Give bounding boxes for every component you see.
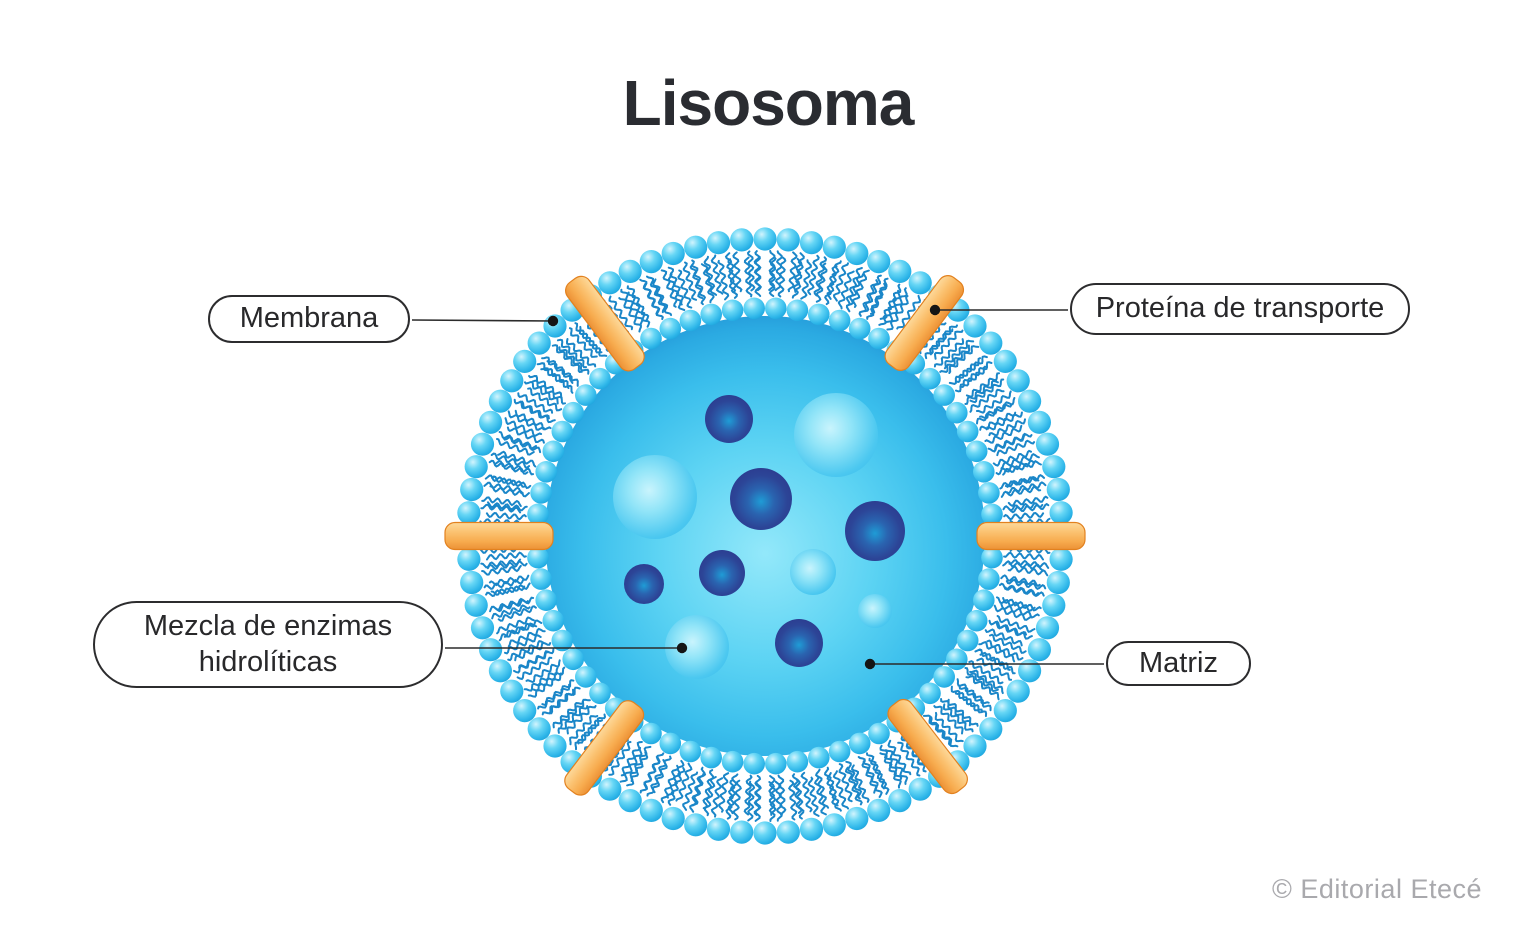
outer-phospholipid-ring	[456, 227, 1074, 845]
figure-title: Lisosoma	[622, 67, 915, 139]
enzyme-granule-dark	[699, 550, 745, 596]
transport-proteins	[444, 275, 1086, 796]
enzyme-granule-light	[665, 615, 729, 679]
enzyme-granule-dark	[705, 395, 753, 443]
label-hydrolytic-enzymes-line1: Mezcla de enzimas	[143, 610, 393, 643]
leader-dot-matriz	[864, 658, 876, 670]
enzyme-granule-light	[858, 594, 892, 628]
enzyme-granule-light	[790, 549, 836, 595]
enzyme-granule-dark	[775, 619, 823, 667]
label-hydrolytic-enzymes-line2: hidrolíticas	[198, 645, 338, 678]
transport-protein	[444, 521, 554, 551]
transport-protein	[976, 521, 1086, 551]
lipid-tails	[479, 250, 1051, 822]
label-transport-protein: Proteína de transporte	[1070, 283, 1410, 335]
label-transport-protein-text: Proteína de transporte	[1095, 292, 1385, 325]
leader-dot-proteina	[929, 304, 941, 316]
transport-protein	[564, 700, 645, 796]
enzyme-granules	[613, 393, 905, 679]
transport-protein	[565, 275, 645, 372]
transport-protein	[884, 275, 965, 371]
label-matrix-text: Matriz	[1139, 646, 1218, 679]
enzyme-granule-dark	[845, 501, 905, 561]
leader-dot-mezcla	[676, 642, 688, 654]
leader-line-membrana	[411, 319, 554, 322]
label-membrana: Membrana	[208, 295, 410, 343]
label-hydrolytic-enzymes: Mezcla de enzimas hidrolíticas	[93, 601, 443, 688]
label-membrana-text: Membrana	[239, 302, 379, 335]
lysosome-matrix	[545, 316, 985, 756]
enzyme-granule-dark	[624, 564, 664, 604]
enzyme-granule-light	[613, 455, 697, 539]
copyright-notice: © Editorial Etecé	[1272, 874, 1482, 904]
enzyme-granule-light	[794, 393, 878, 477]
transport-protein	[887, 698, 968, 795]
leader-dot-membrana	[547, 315, 559, 327]
leader-lines	[411, 304, 1104, 670]
enzyme-granule-dark	[730, 468, 792, 530]
label-matrix: Matriz	[1106, 641, 1251, 686]
